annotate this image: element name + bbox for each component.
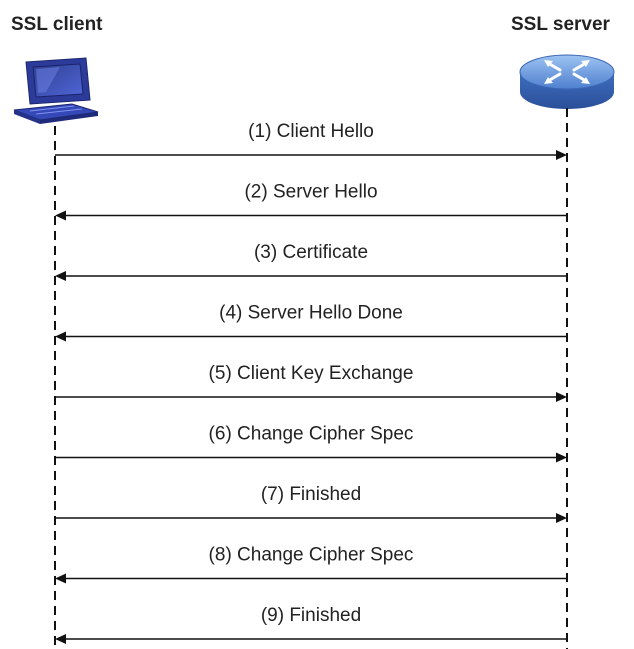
message-arrow-head	[55, 210, 66, 221]
message-arrow-head	[55, 573, 66, 584]
message-arrow-head	[556, 392, 567, 402]
message-label: (9) Finished	[261, 605, 361, 626]
message-arrow-head	[556, 150, 567, 160]
message-label: (6) Change Cipher Spec	[209, 424, 414, 445]
message-arrow-head	[55, 331, 66, 342]
message-arrow-head	[556, 452, 567, 463]
client-label: SSL client	[11, 14, 103, 35]
messages-layer: (1) Client Hello (2) Server Hello (3) Cert…	[55, 121, 567, 644]
message-7: (7) Finished	[55, 484, 567, 523]
message-6: (6) Change Cipher Spec	[55, 424, 567, 463]
message-4: (4) Server Hello Done	[55, 303, 567, 342]
message-label: (4) Server Hello Done	[219, 303, 403, 324]
server-label: SSL server	[511, 14, 610, 35]
message-label: (8) Change Cipher Spec	[209, 545, 414, 566]
message-label: (2) Server Hello	[244, 182, 377, 203]
message-label: (7) Finished	[261, 484, 361, 505]
message-label: (1) Client Hello	[248, 121, 374, 142]
message-2: (2) Server Hello	[55, 182, 567, 221]
message-1: (1) Client Hello	[55, 121, 567, 160]
message-8: (8) Change Cipher Spec	[55, 545, 567, 584]
message-arrow-head	[556, 513, 567, 523]
computer-icon	[13, 57, 99, 124]
message-9: (9) Finished	[55, 605, 567, 644]
message-label: (3) Certificate	[254, 242, 368, 263]
router-icon	[519, 54, 615, 109]
message-label: (5) Client Key Exchange	[209, 363, 414, 384]
message-arrow-head	[55, 271, 66, 281]
message-5: (5) Client Key Exchange	[55, 363, 567, 402]
message-3: (3) Certificate	[55, 242, 567, 281]
message-arrow-head	[55, 634, 66, 644]
